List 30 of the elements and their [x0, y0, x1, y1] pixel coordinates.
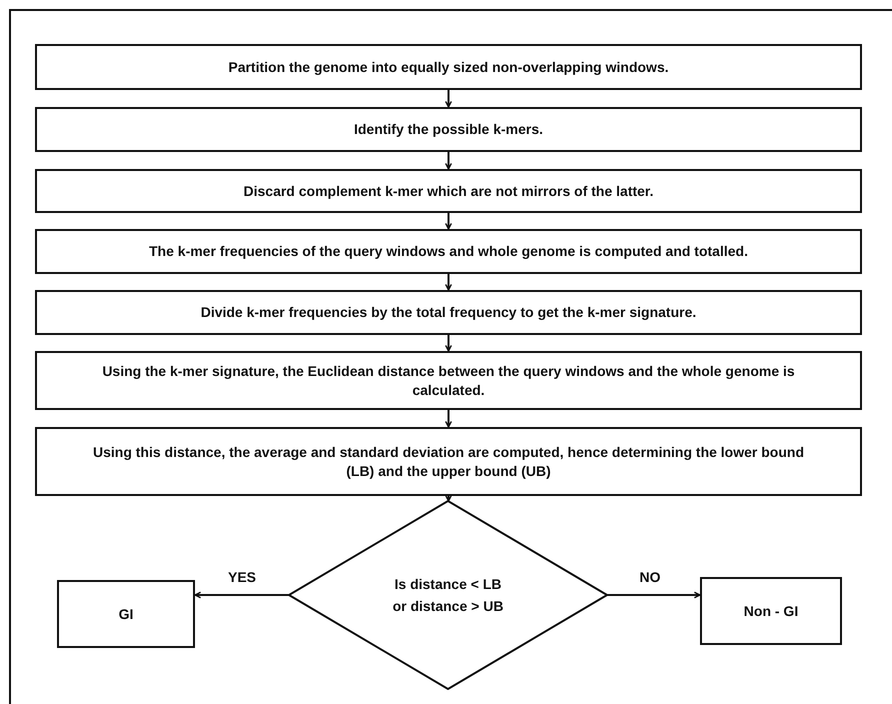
arrow	[445, 335, 452, 352]
node-text: Is distance < LB or distance > UB	[392, 575, 504, 616]
process-box	[35, 290, 862, 335]
arrow	[445, 152, 452, 170]
arrow	[445, 274, 452, 291]
edge-label: YES	[226, 569, 258, 585]
node-text: Divide k-mer frequencies by the total frequency to get the k-mer signature.	[200, 303, 698, 322]
arrow	[445, 90, 452, 108]
node-text: Using this distance, the average and standard deviation are computed, hence determining the lower bound (LB) and the upper bound (UB)	[92, 442, 806, 480]
arrow	[445, 213, 452, 230]
process-box	[35, 169, 862, 213]
process-box	[35, 107, 862, 152]
node-text: The k-mer frequencies of the query windows and whole genome is computed and totalled.	[148, 242, 749, 261]
arrow	[607, 592, 701, 598]
arrow	[194, 592, 289, 598]
arrow	[445, 410, 452, 428]
node-text: Discard complement k-mer which are not mirrors of the latter.	[242, 182, 654, 200]
arrow	[445, 494, 452, 502]
edge-label: NO	[638, 569, 662, 585]
node-text: Identify the possible k-mers.	[352, 120, 544, 139]
process-box	[35, 229, 862, 274]
node-text: Non - GI	[742, 602, 800, 620]
process-box	[35, 351, 862, 410]
node-text: Partition the genome into equally sized non-overlapping windows.	[227, 58, 670, 76]
process-box	[57, 580, 195, 648]
process-box	[700, 577, 842, 645]
process-box	[35, 427, 862, 496]
process-box	[35, 44, 862, 90]
node-text: GI	[118, 604, 134, 624]
node-text: Using the k-mer signature, the Euclidean distance between the query windows and the whole genome is calculated.	[101, 362, 796, 400]
